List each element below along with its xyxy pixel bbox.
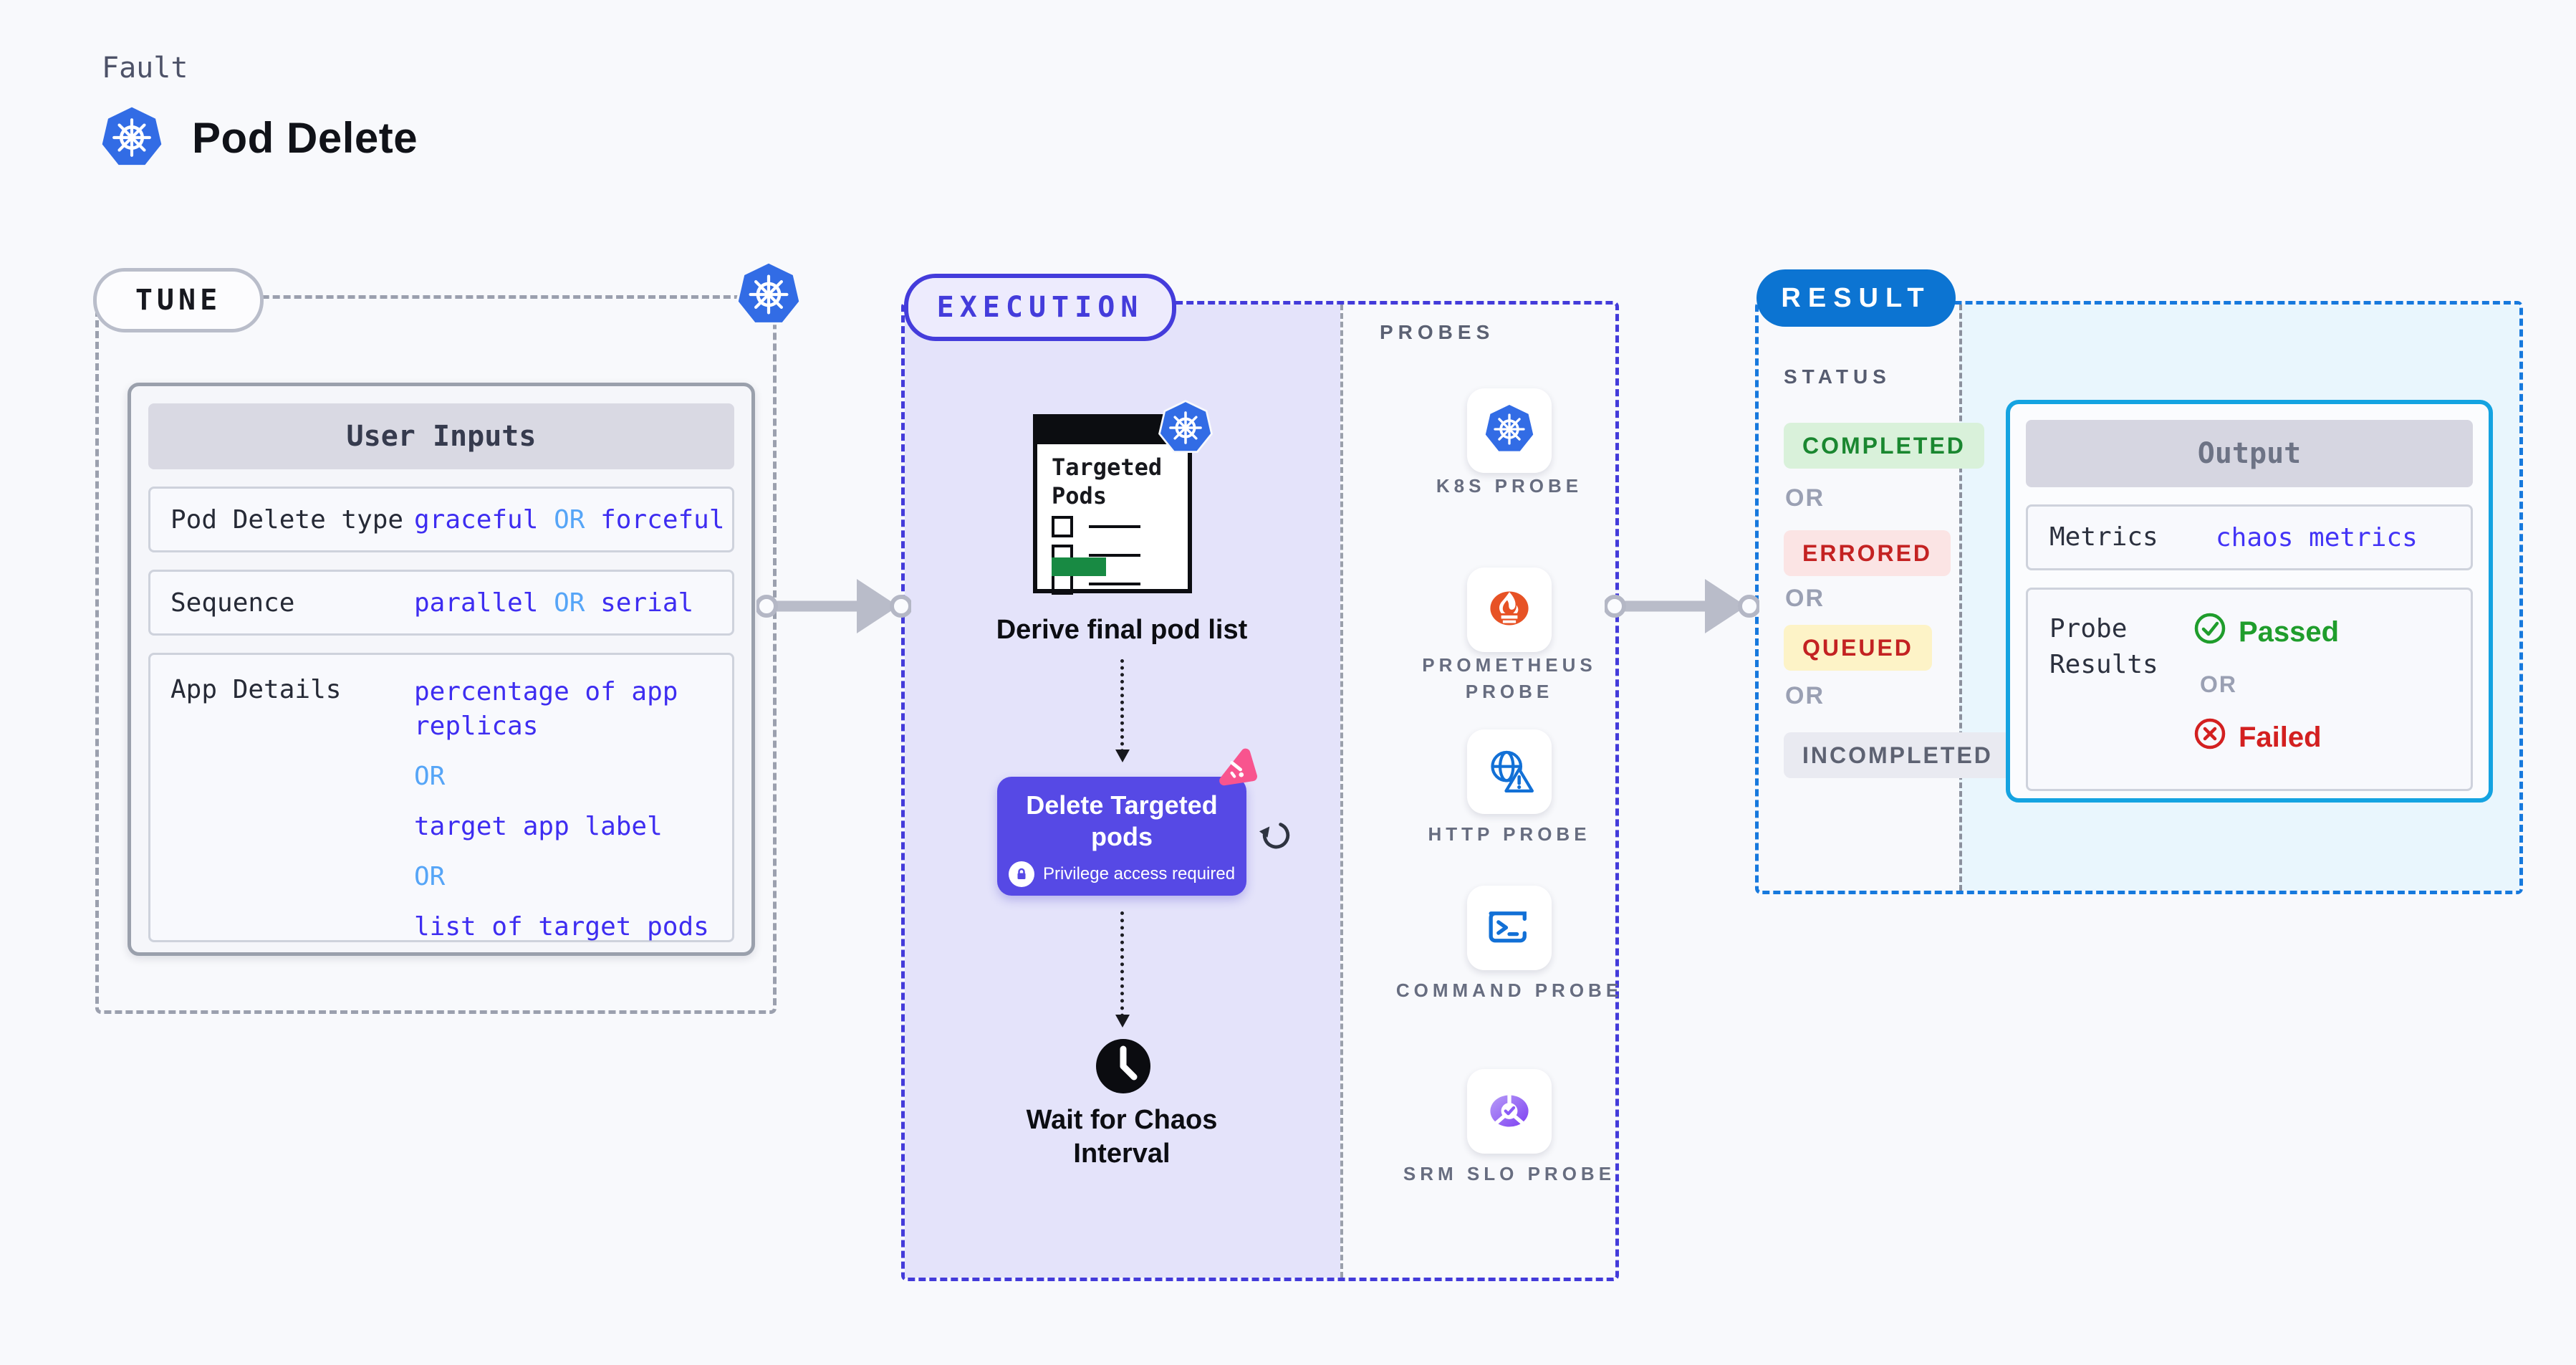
probe-name: HTTP PROBE [1428,823,1591,845]
kubernetes-icon [1483,403,1536,459]
or-separator: OR [2200,671,2237,697]
result-badge: RESULT [1756,269,1956,327]
tune-badge: TUNE [93,268,264,332]
probe-card-srm-slo [1467,1069,1552,1154]
probe-name: PROMETHEUS PROBE [1422,654,1597,702]
lock-icon [1008,861,1034,887]
kubernetes-icon [99,105,165,171]
execution-probes-divider [1340,305,1343,1278]
status-badge-queued: QUEUED [1784,625,1932,671]
input-value: percentage of app replicas OR target app… [414,677,709,942]
user-inputs-panel: User Inputs Pod Delete type graceful OR … [128,383,755,956]
input-value: parallel OR serial [414,588,694,618]
input-label: App Details [170,675,342,704]
litmus-chaos-icon [1216,748,1259,791]
progress-bar [1052,557,1106,576]
status-column-label: STATUS [1784,365,1891,388]
probe-card-k8s [1467,388,1552,473]
probe-card-http [1467,729,1552,814]
probe-results-value: Passed OR Failed [2193,611,2339,789]
output-title: Output [2026,420,2473,487]
prometheus-icon [1482,581,1537,639]
arrow-execution-to-result [1605,573,1759,639]
status-badge-errored: ERRORED [1784,530,1951,576]
check-circle-icon [2193,611,2227,653]
probe-card-command [1467,886,1552,970]
delete-targeted-pods-step: Delete Targeted pods Privilege access re… [997,777,1246,896]
targeted-pods-title: Targeted Pods [1052,454,1163,509]
x-circle-icon [2193,717,2227,758]
privilege-note-row: Privilege access required [997,861,1246,887]
retry-loop-icon [1258,818,1291,851]
user-inputs-title: User Inputs [148,403,734,469]
input-row-app-details: App Details percentage of app replicas O… [148,653,734,942]
or-separator: OR [1785,484,1825,512]
probe-name: SRM SLO PROBE [1403,1163,1616,1184]
kubernetes-icon [735,261,802,328]
execution-badge: EXECUTION [904,274,1176,341]
kubernetes-icon [1158,400,1213,456]
chaos-interval-clock-icon [1095,1038,1152,1095]
probe-card-prometheus [1467,567,1552,652]
output-panel: Output Metrics chaos metrics Probe Resul… [2006,400,2493,803]
probe-results-row: Probe Results Passed OR [2026,588,2473,791]
input-label: Pod Delete type [170,504,404,535]
or-separator: OR [1785,682,1825,709]
status-badge-completed: COMPLETED [1784,423,1984,469]
input-row-sequence: Sequence parallel OR serial [148,570,734,636]
slo-gauge-check-icon [1482,1083,1537,1141]
metrics-value: chaos metrics [2216,522,2418,552]
flow-arrow-down [1115,659,1130,762]
page-title-row: Pod Delete [99,105,418,171]
page-title: Pod Delete [192,113,418,162]
metrics-label: Metrics [2049,522,2158,552]
passed-result: Passed [2193,611,2339,653]
failed-result: Failed [2193,717,2339,758]
input-row-pod-delete-type: Pod Delete type graceful OR forceful [148,487,734,552]
probes-column-label: PROBES [1380,321,1495,343]
step-label: Delete Targeted pods [1026,790,1218,851]
input-value: graceful OR forceful [414,504,725,535]
probe-results-label: Probe Results [2049,614,2158,679]
http-globe-warning-icon [1482,743,1537,801]
wait-for-chaos-caption: Wait for Chaos Interval [1026,1105,1218,1169]
arrow-tune-to-execution [756,573,911,639]
input-label: Sequence [170,588,295,618]
metrics-row: Metrics chaos metrics [2026,504,2473,570]
or-separator: OR [1785,585,1825,612]
tune-section-box [95,295,777,1014]
privilege-note: Privilege access required [1042,864,1236,883]
derive-pod-list-caption: Derive final pod list [996,615,1248,645]
status-badge-incompleted: INCOMPLETED [1784,732,2012,778]
probe-name: COMMAND PROBE [1395,980,1623,1001]
fault-category-label: Fault [102,52,188,85]
probe-name: K8S PROBE [1436,475,1583,497]
status-output-divider [1959,305,1962,891]
terminal-icon [1482,899,1537,957]
flow-arrow-down [1115,911,1130,1028]
